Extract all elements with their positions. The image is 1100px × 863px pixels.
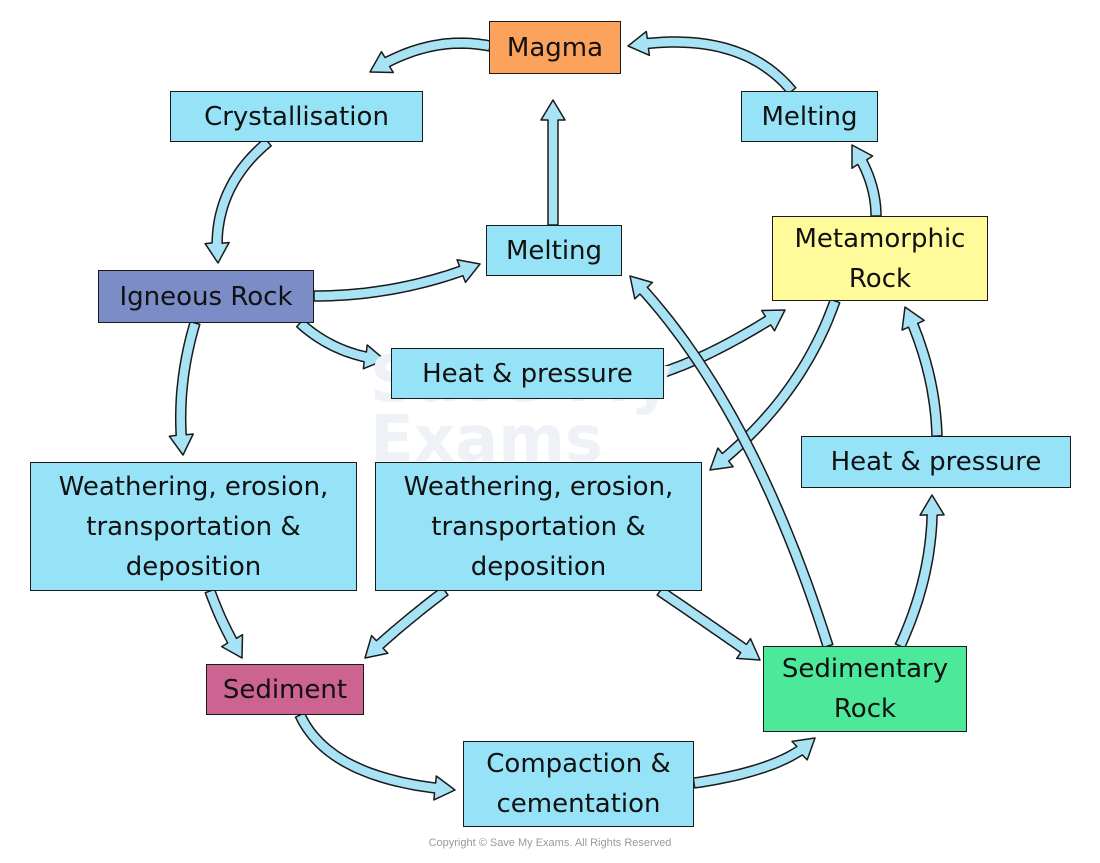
melting-top-box: Melting xyxy=(741,91,878,142)
magma-to-crystallisation-arrow xyxy=(369,37,492,74)
compaction-box: Compaction & cementation xyxy=(463,741,694,827)
sedimentary-to-heat-pressure-right-arrow xyxy=(894,494,945,649)
sedimentary-to-melting-center-arrow xyxy=(629,275,834,649)
crystallisation-to-igneous-arrow xyxy=(204,137,272,264)
igneous-to-heat-pressure-arrow xyxy=(295,318,386,370)
igneous-rock-box: Igneous Rock xyxy=(98,270,314,323)
sediment-box: Sediment xyxy=(206,664,364,715)
weathering-center-box: Weathering, erosion, transportation & de… xyxy=(375,462,702,591)
weathering-left-to-sediment-arrow xyxy=(204,588,244,659)
weathering-left-box: Weathering, erosion, transportation & de… xyxy=(30,462,357,591)
igneous-to-weathering-left-arrow xyxy=(168,320,201,456)
sediment-to-compaction-arrow xyxy=(294,712,456,801)
metamorphic-to-weathering-center-arrow xyxy=(709,298,841,471)
melting-top-to-magma-arrow xyxy=(627,30,797,96)
igneous-to-melting-center-arrow xyxy=(313,259,481,302)
heat-pressure-right-box: Heat & pressure xyxy=(801,436,1071,488)
metamorphic-rock-box: Metamorphic Rock xyxy=(772,216,988,301)
heat-pressure-right-to-metamorphic-arrow xyxy=(901,306,943,437)
metamorphic-to-melting-top-arrow xyxy=(851,144,882,217)
weathering-center-to-sedimentary-arrow xyxy=(656,586,761,661)
weathering-center-to-sediment-arrow xyxy=(364,586,449,659)
heat-pressure-center-box: Heat & pressure xyxy=(391,348,664,399)
copyright-notice: Copyright © Save My Exams. All Rights Re… xyxy=(428,837,672,849)
sedimentary-rock-box: Sedimentary Rock xyxy=(763,646,967,732)
compaction-to-sedimentary-arrow xyxy=(692,737,816,789)
melting-center-box: Melting xyxy=(486,225,622,276)
magma-box: Magma xyxy=(489,21,621,74)
crystallisation-box: Crystallisation xyxy=(170,91,423,142)
melting-center-to-magma-arrow xyxy=(540,99,566,226)
